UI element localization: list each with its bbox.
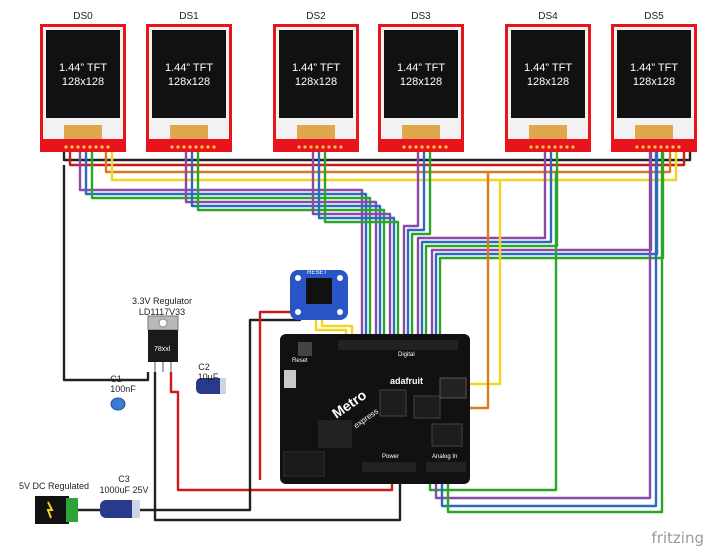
- screen-line-1: 1.44” TFT: [396, 62, 446, 74]
- c1-value: 100nF: [110, 384, 136, 394]
- screen-line-1: 1.44” TFT: [164, 62, 214, 74]
- rtc-breakout: [290, 270, 348, 320]
- display-data-wire: [402, 150, 420, 340]
- display-screen-text: 1.44” TFT 128x128: [41, 61, 125, 89]
- display-data-wire: [84, 150, 368, 340]
- power-jack-label: 5V DC Regulated: [18, 481, 90, 491]
- regulator-gnd-wire: [62, 165, 150, 382]
- display-label: DS3: [411, 11, 431, 22]
- display-screen-text: 1.44” TFT 128x128: [379, 61, 463, 89]
- display-data-wire: [311, 150, 392, 340]
- screen-line-2: 128x128: [632, 76, 676, 88]
- display-screen-text: 1.44” TFT 128x128: [147, 61, 231, 89]
- gnd-bus-wire: [62, 150, 692, 162]
- display-label: DS2: [306, 11, 326, 22]
- c3-name: C3: [118, 474, 130, 484]
- display-label: DS0: [73, 11, 93, 22]
- board-reset-label: Reset: [292, 358, 308, 364]
- display-screen-text: 1.44” TFT 128x128: [274, 61, 358, 89]
- regulator-out-wire: [169, 372, 394, 492]
- display-data-wire: [78, 150, 364, 340]
- board-power-label: Power: [382, 454, 400, 460]
- regulator-title: 3.3V Regulator: [131, 296, 193, 306]
- rtc-label: RESET: [307, 270, 328, 276]
- display-data-wire: [416, 150, 547, 340]
- display-label: DS4: [538, 11, 558, 22]
- display-screen-text: 1.44” TFT 128x128: [612, 61, 696, 89]
- regulator-part: LD1117V33: [138, 307, 186, 317]
- tft-display-ds3: [378, 24, 464, 152]
- display-data-wire: [90, 150, 372, 340]
- display-data-wire: [196, 150, 386, 340]
- analog-green-wire-2: [446, 150, 664, 514]
- display-data-wire: [406, 150, 426, 340]
- screen-line-1: 1.44” TFT: [291, 62, 341, 74]
- display-data-wire: [317, 150, 396, 340]
- tft-display-ds4: [505, 24, 591, 152]
- display-label: DS1: [179, 11, 199, 22]
- screen-line-1: 1.44” TFT: [58, 62, 108, 74]
- vcc-bus-wire: [68, 150, 686, 167]
- c2-name: C2: [198, 362, 210, 372]
- analog-purple-wire: [434, 150, 652, 500]
- tft-display-ds5: [611, 24, 697, 152]
- c3-value: 1000uF 25V: [99, 485, 149, 495]
- wires: [62, 150, 692, 522]
- capacitor-c2: [196, 378, 226, 394]
- display-screen-text: 1.44” TFT 128x128: [506, 61, 590, 89]
- display-data-wire: [323, 150, 400, 340]
- display-data-wire: [420, 150, 553, 340]
- voltage-regulator: [147, 315, 179, 372]
- regulator-marking: 78xxl: [154, 346, 171, 353]
- analog-green-wire: [428, 172, 558, 492]
- tft-display-ds1: [146, 24, 232, 152]
- metro-board: [280, 334, 470, 484]
- yellow-bus-wire: [110, 150, 678, 182]
- tft-display-ds2: [273, 24, 359, 152]
- screen-line-1: 1.44” TFT: [523, 62, 573, 74]
- board-analog-label: Analog In: [432, 454, 458, 460]
- screen-line-2: 128x128: [61, 76, 105, 88]
- display-data-wire: [184, 150, 378, 340]
- display-data-wire: [410, 150, 432, 340]
- board-digital-label: Digital: [398, 352, 415, 358]
- tft-display-ds0: [40, 24, 126, 152]
- display-data-wire: [190, 150, 382, 340]
- screen-line-2: 128x128: [167, 76, 211, 88]
- capacitor-c1: [110, 397, 126, 411]
- capacitor-c3: [100, 500, 140, 518]
- fritzing-watermark: fritzing: [651, 529, 704, 547]
- tft-displays: [40, 24, 697, 152]
- c1-name: C1: [110, 374, 122, 384]
- display-label: DS5: [644, 11, 664, 22]
- ground-return-wire: [153, 372, 402, 522]
- screen-line-1: 1.44” TFT: [629, 62, 679, 74]
- screen-line-2: 128x128: [294, 76, 338, 88]
- board-brand: adafruit: [390, 376, 424, 386]
- display-data-wire: [424, 150, 559, 340]
- dc-power-jack: [35, 496, 78, 524]
- screen-line-2: 128x128: [526, 76, 570, 88]
- screen-line-2: 128x128: [399, 76, 443, 88]
- orange-bus-wire: [104, 150, 672, 174]
- c2-value: 10µF: [197, 372, 219, 382]
- analog-blue-wire: [440, 150, 658, 508]
